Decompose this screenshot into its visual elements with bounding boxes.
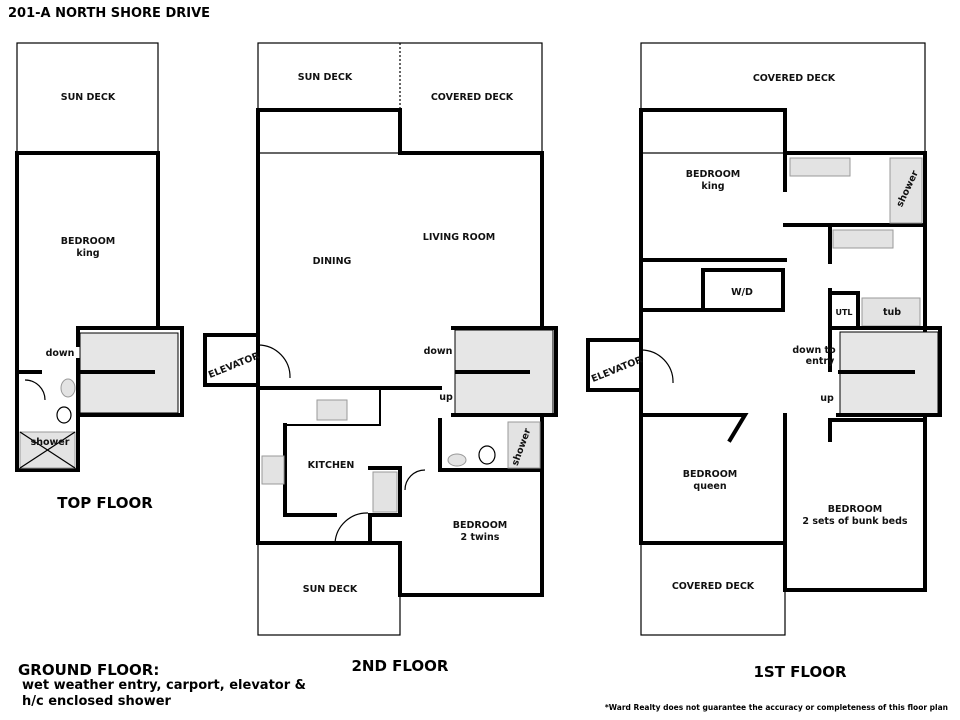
second-elevator-label: ELEVATOR [207,350,262,381]
first-floor-plan [586,42,942,636]
bedroom-queen-label: BEDROOM [683,469,738,480]
plan-title: 201-A NORTH SHORE DRIVE [8,6,211,21]
bedroom-bunk-sub: 2 sets of bunk beds [802,516,907,527]
top-down-label: down [46,348,75,359]
top-bedroom-sub: king [76,248,99,259]
bedroom-bunk-label: BEDROOM [828,504,883,515]
second-sun-deck-bottom-label: SUN DECK [303,584,358,595]
top-bedroom-label: BEDROOM [61,236,116,247]
second-down-label: down [424,346,453,357]
first-covered-deck-top-label: COVERED DECK [753,73,836,84]
top-sun-deck-label: SUN DECK [61,92,116,103]
bedroom-king-label: BEDROOM [686,169,741,180]
disclaimer: *Ward Realty does not guarantee the accu… [604,703,948,712]
first-floor-name: 1ST FLOOR [753,663,846,681]
bedroom-queen-sub: queen [693,481,726,492]
second-bedroom-sub: 2 twins [461,532,500,543]
first-covered-deck-bottom-label: COVERED DECK [672,581,755,592]
tub-label: tub [883,307,901,318]
ground-floor-line2: h/c enclosed shower [22,694,171,709]
top-floor-name: TOP FLOOR [57,494,153,512]
living-room-label: LIVING ROOM [423,232,495,243]
second-up-label: up [439,392,453,403]
top-shower-label: shower [31,437,70,448]
ground-floor-line1: wet weather entry, carport, elevator & [22,678,306,693]
down-to-entry-label-1: down to [792,345,836,356]
first-elevator-label: ELEVATOR [590,354,645,385]
kitchen-label: KITCHEN [308,460,355,471]
second-sun-deck-top-label: SUN DECK [298,72,353,83]
dining-label: DINING [313,256,352,267]
ground-floor-name: GROUND FLOOR: [18,661,160,679]
second-covered-deck-label: COVERED DECK [431,92,514,103]
second-floor-plan [203,42,558,636]
top-floor-plan [15,42,184,472]
first-up-label: up [820,393,834,404]
wd-label: W/D [731,287,753,298]
down-to-entry-label-2: entry [806,356,835,367]
second-floor-name: 2ND FLOOR [352,657,449,675]
second-bedroom-label: BEDROOM [453,520,508,531]
bedroom-king-sub: king [701,181,724,192]
utl-label: UTL [835,308,852,317]
ground-floor-notes: GROUND FLOOR: wet weather entry, carport… [18,662,306,710]
